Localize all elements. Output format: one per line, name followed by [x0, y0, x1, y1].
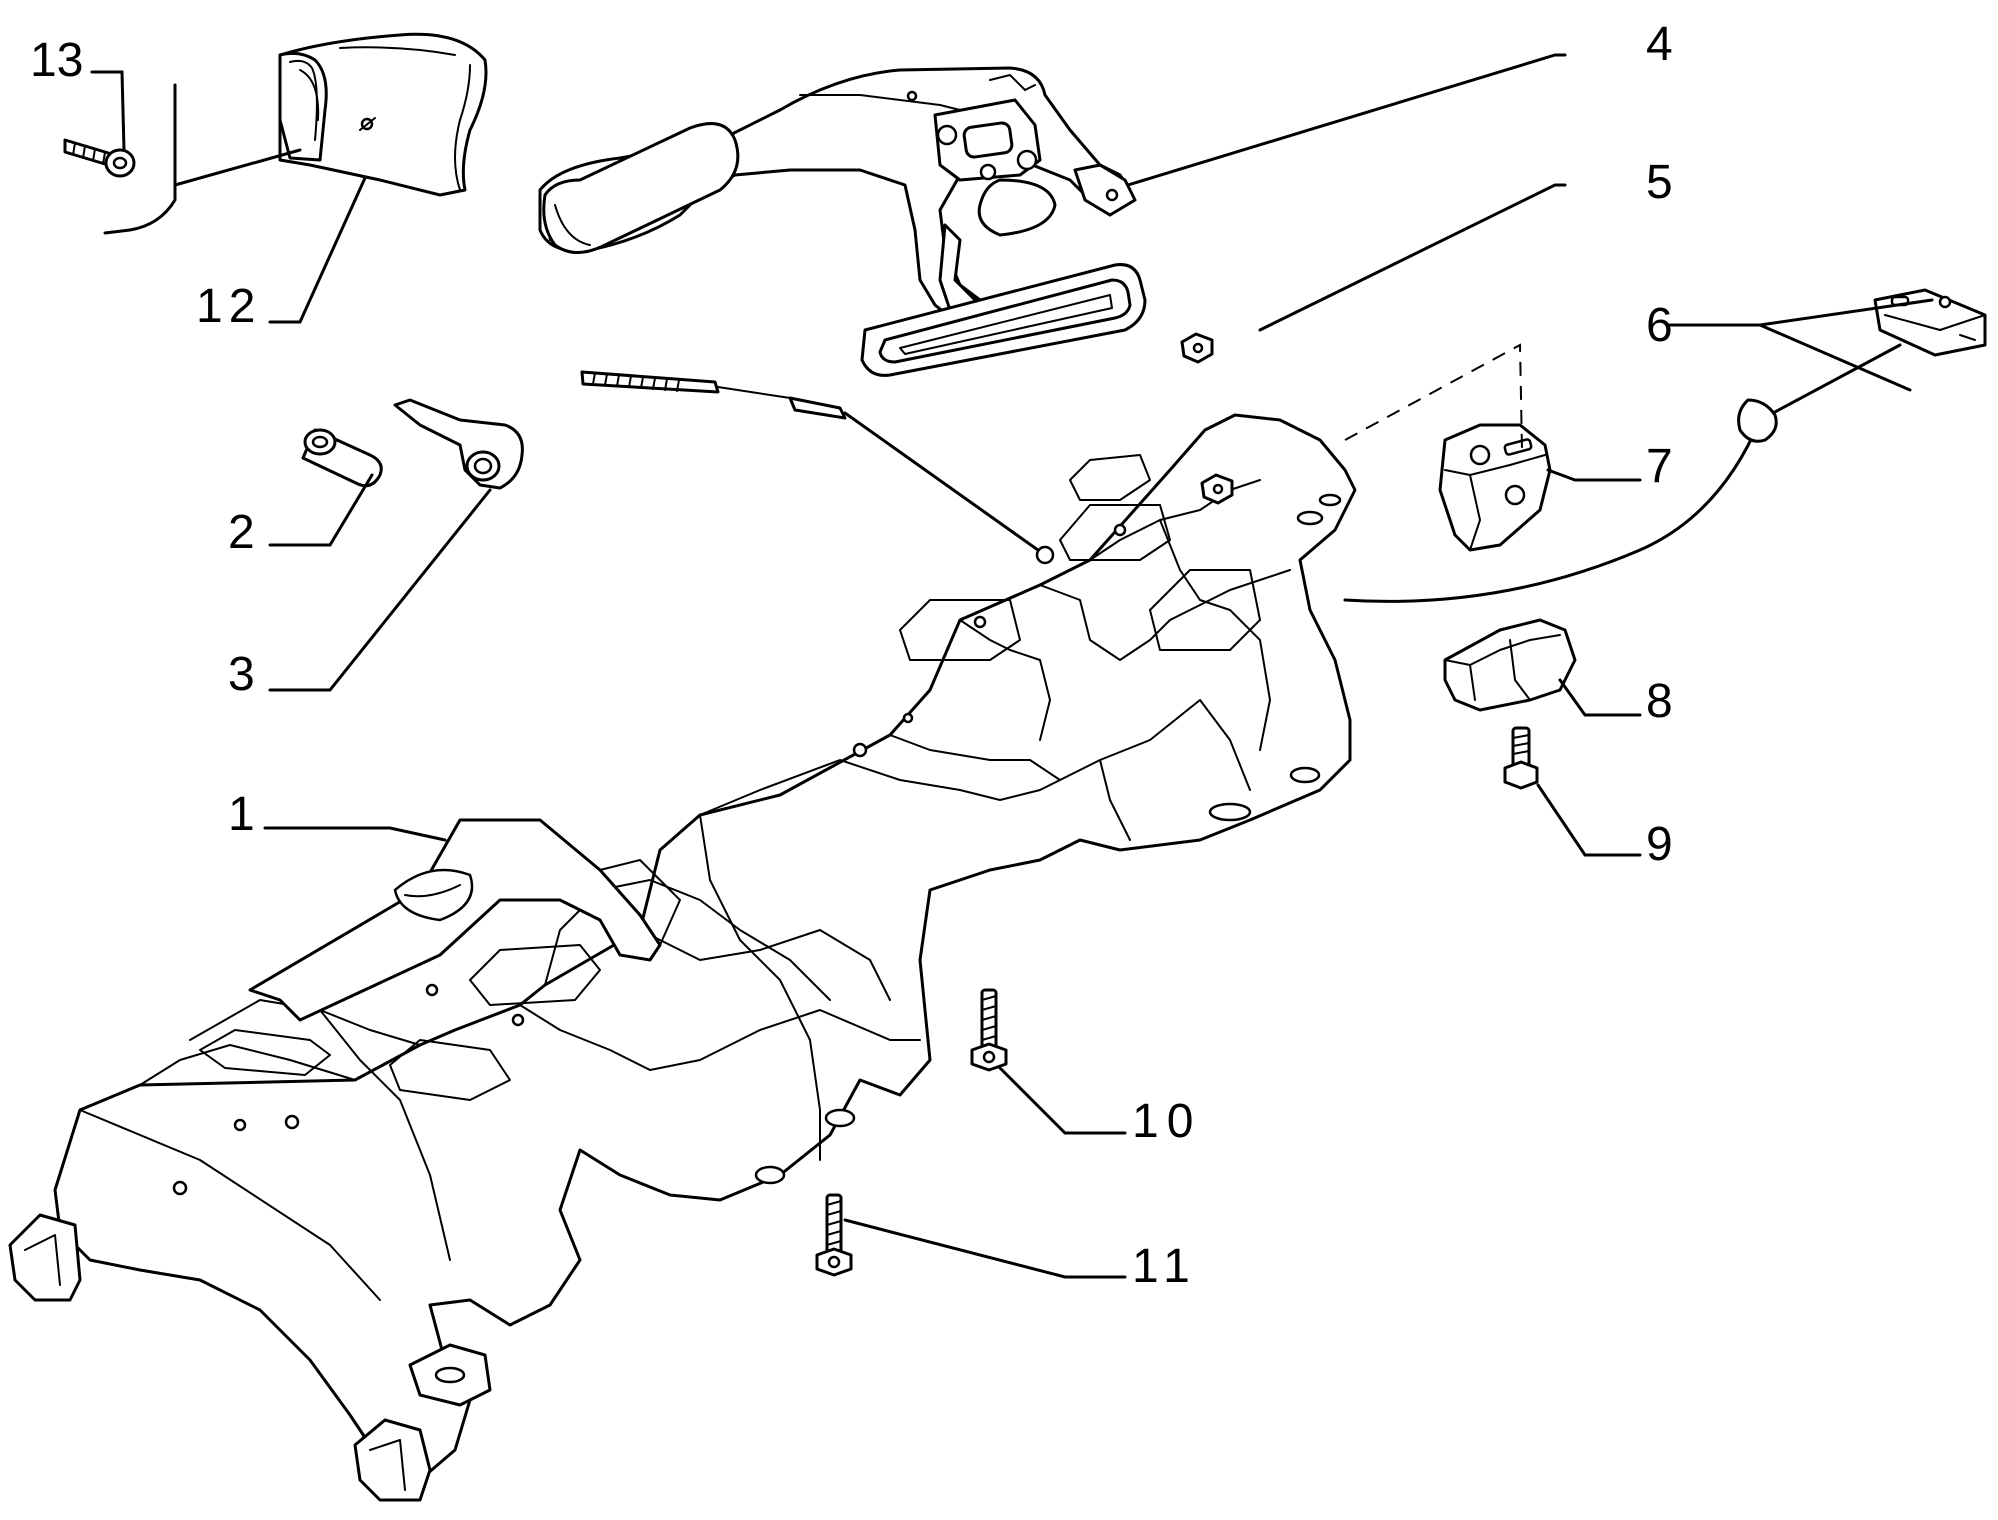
callout-4: 4: [1646, 18, 1673, 71]
callout-8: 8: [1646, 675, 1673, 728]
callout-6: 6: [1646, 299, 1673, 352]
screw-11: [815, 1193, 853, 1277]
callout-7: 7: [1646, 440, 1673, 493]
handbrake-lever: [538, 66, 1137, 332]
screw-13: [63, 138, 136, 178]
console-tunnel-base: [8, 332, 1357, 1502]
callout-9: 9: [1646, 818, 1673, 871]
lever-boot-cover: [103, 32, 488, 235]
reference-dashed-line: [1344, 343, 1523, 451]
cable-guide-block: [1438, 423, 1552, 552]
mounting-bracket: [393, 398, 524, 490]
callout-labels: 13 12 4 5 6 7 8 9 2 3 1 10 11: [30, 18, 1673, 1293]
gaiter-frame: [860, 263, 1147, 377]
callout-3: 3: [228, 648, 255, 701]
callout-1: 1: [228, 788, 255, 841]
callout-2: 2: [228, 506, 255, 559]
screw-10: [970, 988, 1008, 1072]
callout-13: 13: [30, 34, 83, 87]
callout-11: 11: [1132, 1240, 1198, 1293]
leader-lines: [90, 53, 1934, 1279]
cable-clip: [1443, 618, 1577, 712]
bolt-small: [1503, 726, 1539, 790]
callout-5: 5: [1646, 156, 1673, 209]
spacer-sleeve: [301, 428, 383, 488]
callout-10: 10: [1132, 1095, 1201, 1148]
callout-12: 12: [196, 280, 261, 333]
brake-rod: [580, 370, 1055, 565]
cable-with-plug: [1343, 288, 1987, 603]
